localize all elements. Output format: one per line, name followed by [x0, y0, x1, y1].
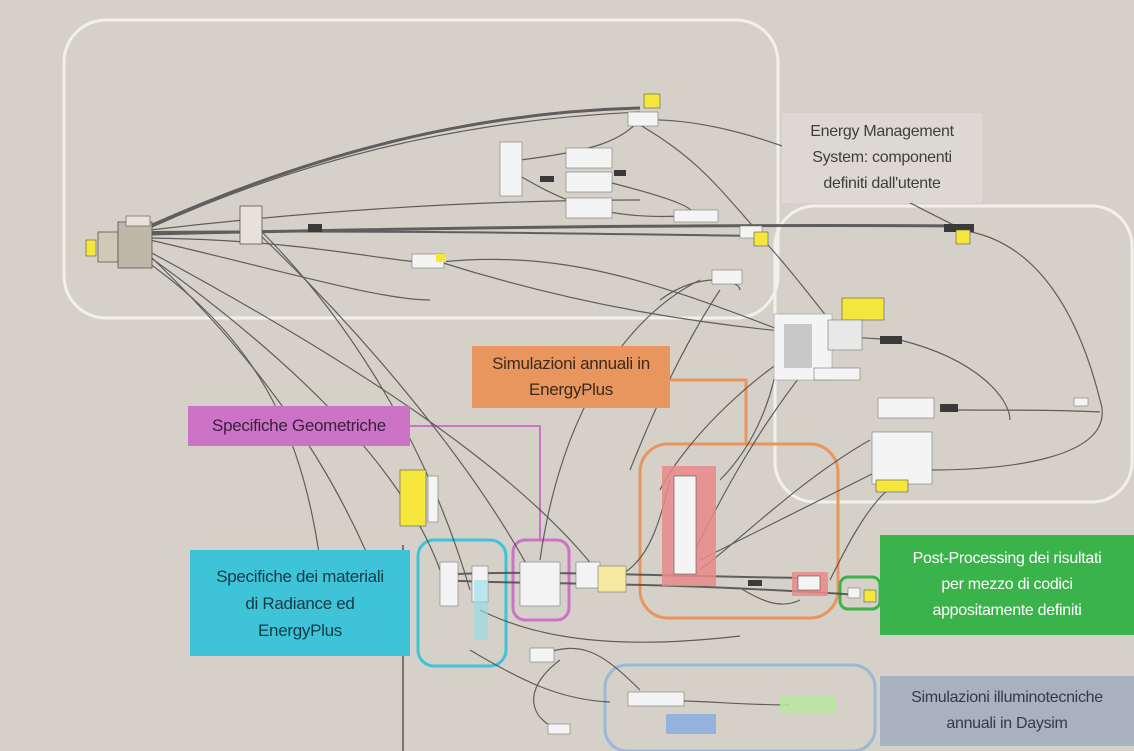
- geometry-connector: [410, 425, 541, 540]
- geometry-group-label: Specifiche Geometriche: [188, 406, 410, 446]
- ems-group-label: Energy Management System: componenti def…: [782, 113, 982, 203]
- energyplus-group-label: Simulazioni annuali in EnergyPlus: [472, 346, 670, 408]
- ems-group-outline-top: [62, 18, 780, 320]
- materials-group-label: Specifiche dei materiali di Radiance ed …: [190, 550, 410, 656]
- daysim-group-outline: [603, 663, 877, 751]
- materials-group-outline: [416, 538, 508, 668]
- postprocessing-group-label: Post-Processing dei risultati per mezzo …: [880, 535, 1134, 635]
- daysim-group-label: Simulazioni illuminotecniche annuali in …: [880, 676, 1134, 746]
- energyplus-group-outline: [638, 442, 840, 620]
- energyplus-connector: [670, 378, 748, 444]
- components: [85, 93, 1089, 735]
